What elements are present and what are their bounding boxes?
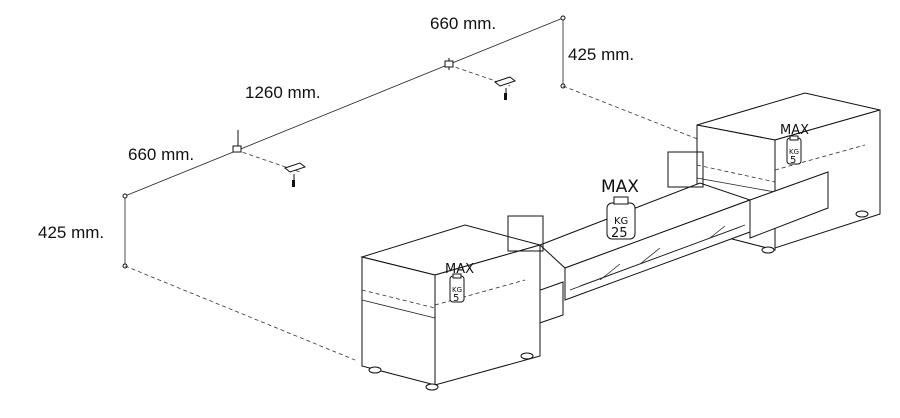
left-cabinet [360,224,542,391]
center-base [483,171,829,343]
max-label-left: MAX [445,262,474,277]
max-label-right: MAX [780,123,809,138]
detail-box-left [507,215,544,252]
weight-limit-left: MAX KG 5 [445,262,474,304]
mounting-plate-icon-2 [493,76,517,100]
kg-label-right: KG [789,148,799,156]
detail-box-right [667,151,704,188]
dim-left-width: 660 mm. [128,145,194,164]
kg-label-left: KG [452,286,462,294]
dim-middle-span: 1260 mm. [245,83,321,102]
dim-left-height: 425 mm. [38,223,104,242]
wall-bracket-right [444,58,454,70]
dim-top-height: 425 mm. [568,45,634,64]
kg-label-center: KG [614,216,628,227]
dim-top-width: 660 mm. [430,14,496,33]
max-label-center: MAX [601,177,639,197]
mounting-plate-icon [283,162,307,187]
wall-bracket-left [232,130,242,153]
weight-limit-center: MAX KG 25 [601,177,639,241]
kg-value-left: 5 [453,293,459,304]
kg-value-center: 25 [611,226,628,241]
kg-value-right: 5 [790,155,796,166]
weight-limit-right: MAX KG 5 [780,123,809,166]
